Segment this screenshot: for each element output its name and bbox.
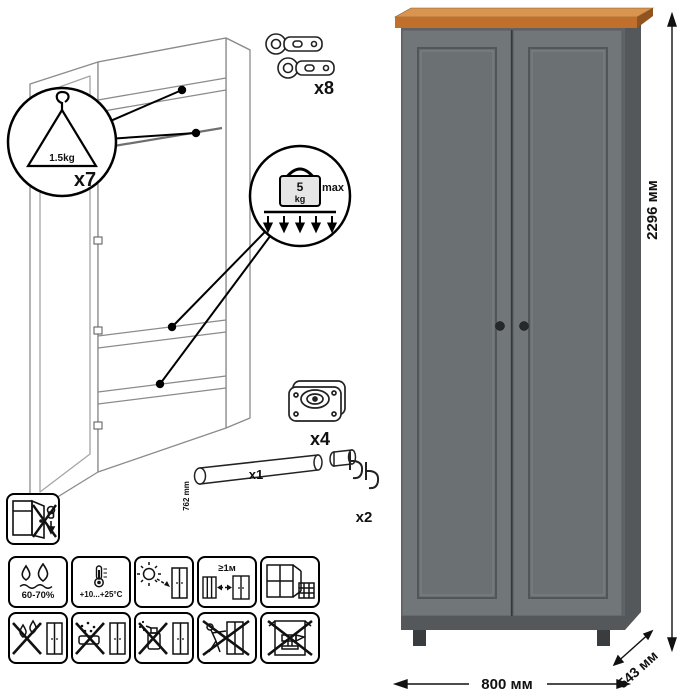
care-icon-temperature: +10...+25°С — [71, 556, 131, 608]
door-gap — [511, 30, 513, 616]
max-load-callout: 5 kg max — [248, 144, 352, 248]
temperature-label: +10...+25°С — [79, 590, 123, 599]
care-icon-sunlight — [134, 556, 194, 608]
depth-label: 543 мм — [614, 647, 660, 691]
assembly-diagram: 1.5kg x7 5 kg max — [6, 33, 380, 526]
callout-dots — [155, 85, 201, 389]
no-abrasives-icon — [75, 621, 126, 655]
sunlight-icon — [137, 562, 188, 599]
left-door-knob — [495, 321, 505, 331]
width-dimension — [392, 679, 632, 689]
care-icon-no-abrasives — [71, 612, 131, 664]
no-dragging-icon — [202, 619, 250, 657]
rod-hardware-icon — [193, 449, 357, 485]
care-icon-heat-distance: ≥1м — [197, 556, 257, 608]
temperature-icon — [94, 565, 107, 588]
distance-label: ≥1м — [218, 563, 236, 574]
wardrobe-render: 2296 мм 800 мм 543 мм — [392, 7, 677, 693]
no-hanging-on-door-icon — [12, 499, 57, 540]
humidity-icon — [19, 563, 53, 589]
rod-count: x1 — [249, 467, 263, 482]
wardrobe-right-door — [512, 29, 623, 617]
hanger-capacity: 1.5kg — [49, 153, 75, 164]
care-icon-humidity: 60-70% — [8, 556, 68, 608]
heat-distance-icon — [202, 575, 250, 600]
care-icon-no-hanging-on-door — [6, 493, 60, 545]
depth-dimension — [612, 629, 654, 667]
ventilation-icon — [266, 564, 315, 599]
wardrobe-foot-right — [597, 630, 610, 646]
humidity-label: 60-70% — [21, 590, 55, 601]
wardrobe-left-door — [401, 29, 512, 617]
care-icon-no-dragging — [197, 612, 257, 664]
width-label: 800 мм — [481, 676, 532, 693]
wardrobe-top-trim — [393, 7, 655, 28]
rod-length: 762 mm — [182, 481, 191, 511]
care-icon-no-wet-cleaning — [8, 612, 68, 664]
load-value: 5 — [297, 180, 304, 194]
care-icon-no-chemicals — [134, 612, 194, 664]
height-dimension — [667, 11, 677, 653]
right-door-knob — [519, 321, 529, 331]
load-max-label: max — [322, 182, 345, 194]
hanger-count: x7 — [74, 169, 96, 191]
foot-hardware-icon — [288, 380, 346, 422]
load-unit: kg — [295, 194, 306, 204]
no-heavy-impact-icon — [267, 619, 313, 657]
load-arrows — [262, 216, 338, 234]
hook-hardware-icon — [349, 452, 380, 490]
care-icon-ventilation — [260, 556, 320, 608]
hook-count: x2 — [356, 509, 373, 526]
wardrobe-base — [401, 616, 625, 630]
height-label: 2296 мм — [644, 180, 661, 240]
foot-count: x4 — [310, 429, 330, 449]
no-wet-cleaning-icon — [12, 619, 63, 655]
hanger-callout: 1.5kg x7 — [6, 86, 118, 198]
wardrobe-side-panel — [625, 20, 641, 630]
hanger-icon — [55, 90, 70, 110]
care-icon-no-heavy-impact — [260, 612, 320, 664]
no-chemicals-icon — [138, 620, 189, 655]
hinge-count: x8 — [314, 78, 334, 98]
hinge-hardware-icon — [265, 33, 335, 79]
wardrobe-foot-left — [413, 630, 426, 646]
